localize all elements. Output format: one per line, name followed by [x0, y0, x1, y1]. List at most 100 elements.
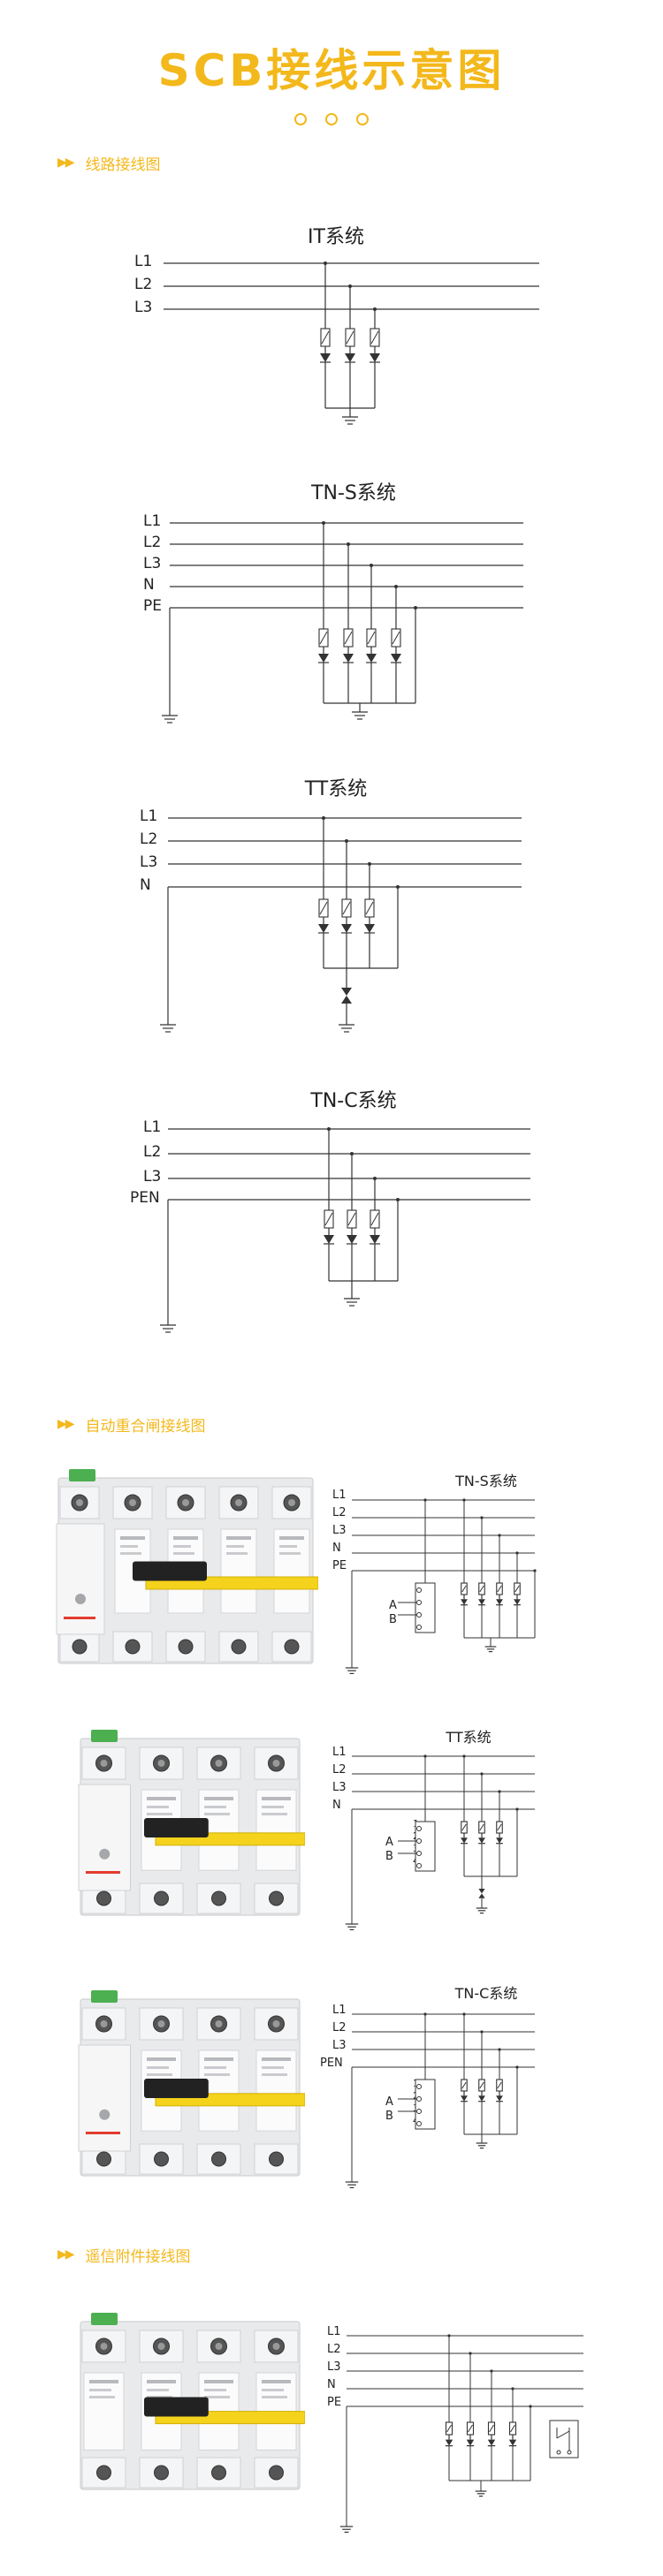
screw-icon — [178, 1639, 194, 1655]
screw-icon — [100, 2343, 108, 2350]
module-text — [226, 1536, 251, 1540]
varistor-icon — [468, 2424, 473, 2433]
product-image-4pole-with-contact — [80, 2313, 305, 2490]
input-label: B — [389, 1613, 397, 1626]
module-text — [204, 2396, 230, 2398]
product-image-3pole — [78, 1730, 305, 1916]
module-text — [204, 2057, 233, 2061]
screw-icon — [215, 2343, 223, 2350]
junction-dot — [529, 2405, 532, 2408]
module-face — [255, 2049, 297, 2132]
spd-arrow-icon — [324, 1235, 334, 1244]
varistor-icon — [367, 631, 376, 645]
line-label: N — [332, 1542, 341, 1555]
varistor-icon — [497, 1585, 502, 1593]
title-dots — [294, 113, 369, 125]
module-text — [173, 1552, 194, 1555]
terminal-icon — [416, 1612, 422, 1618]
gap-icon — [341, 996, 352, 1004]
diagram-title-auto-tns: TN-S系统 — [455, 1473, 517, 1489]
gap-icon — [478, 1893, 485, 1898]
line-label: L2 — [332, 1506, 347, 1519]
spd-arrow-icon — [508, 2439, 517, 2446]
module-text — [147, 2380, 176, 2383]
varistor-icon — [346, 330, 354, 345]
module-text — [173, 1536, 198, 1540]
line-label: PE — [332, 1559, 347, 1572]
terminal-icon — [416, 1863, 422, 1868]
screw-icon — [235, 1499, 242, 1506]
varistor-icon — [392, 631, 400, 645]
diagram-title-auto-tnc: TN-C系统 — [454, 1985, 518, 2002]
spd-arrow-icon — [461, 1599, 468, 1605]
section-header-auto: ▶▶ 自动重合闸接线图 — [57, 1413, 206, 1436]
diagram-title-tns: TN-S系统 — [311, 482, 396, 504]
spd-arrow-icon — [364, 924, 375, 933]
diagram-title-tnc: TN-C系统 — [310, 1090, 397, 1112]
module-text — [147, 2066, 169, 2069]
screw-icon — [96, 2151, 111, 2167]
screw-icon — [215, 2020, 223, 2027]
module-text — [147, 2057, 176, 2061]
module-text — [204, 2380, 233, 2383]
input-label: A — [389, 1599, 397, 1612]
line-label: L1 — [332, 1746, 347, 1759]
screw-icon — [272, 1760, 280, 1767]
spd-arrow-icon — [478, 2095, 485, 2102]
spd-arrow-icon — [496, 1599, 503, 1605]
spd-arrow-icon — [478, 1837, 485, 1844]
screw-icon — [154, 2151, 169, 2167]
screw-icon — [125, 1639, 141, 1655]
screw-icon — [157, 2343, 165, 2350]
page-title: SCB接线示意图 — [157, 45, 506, 96]
terminal-icon — [416, 2121, 422, 2126]
terminal-block — [81, 2330, 126, 2363]
screw-icon — [100, 1760, 108, 1767]
terminal-icon — [416, 1838, 422, 1844]
varistor-icon — [370, 330, 379, 345]
indicator-icon — [75, 1594, 86, 1604]
screw-icon — [182, 1499, 189, 1506]
module-face — [220, 1528, 257, 1614]
signal-contact-icon — [549, 2420, 579, 2459]
module-text — [147, 1806, 169, 1808]
indicator-icon — [64, 1617, 95, 1619]
spd-arrow-icon — [347, 1235, 357, 1244]
screw-icon — [272, 2343, 280, 2350]
screw-icon — [269, 2465, 284, 2481]
screw-icon — [154, 2465, 169, 2481]
junction-dot — [515, 2065, 519, 2069]
line-label: L3 — [134, 299, 153, 316]
varistor-icon — [461, 2081, 467, 2089]
module-text — [226, 1552, 248, 1555]
line-label: L1 — [332, 2004, 347, 2017]
line-label: L1 — [140, 807, 158, 825]
module-text — [120, 1536, 145, 1540]
reclose-module — [56, 1523, 105, 1635]
module-text — [147, 2389, 169, 2391]
spd-arrow-icon — [366, 654, 377, 663]
module-text — [262, 2066, 284, 2069]
junction-dot — [423, 2012, 427, 2016]
screw-icon — [269, 1890, 284, 1906]
junction-dot — [414, 606, 417, 610]
diagram-title-it: IT系统 — [308, 226, 364, 248]
double-arrow-icon: ▶▶ — [57, 155, 74, 170]
input-label: A — [385, 2095, 393, 2109]
status-indicator — [91, 2313, 118, 2325]
varistor-icon — [489, 2424, 494, 2433]
screw-icon — [157, 1760, 165, 1767]
varistor-icon — [479, 2081, 484, 2089]
screw-icon — [269, 2151, 284, 2167]
product-image-3pole — [78, 1990, 305, 2177]
screw-icon — [272, 2020, 280, 2027]
line-label: L2 — [134, 276, 153, 293]
screw-icon — [96, 1890, 111, 1906]
varistor-icon — [510, 2424, 515, 2433]
spd-arrow-icon — [345, 353, 355, 362]
line-label: L1 — [327, 2325, 341, 2338]
screw-icon — [215, 1760, 223, 1767]
line-label: PEN — [130, 1189, 160, 1207]
